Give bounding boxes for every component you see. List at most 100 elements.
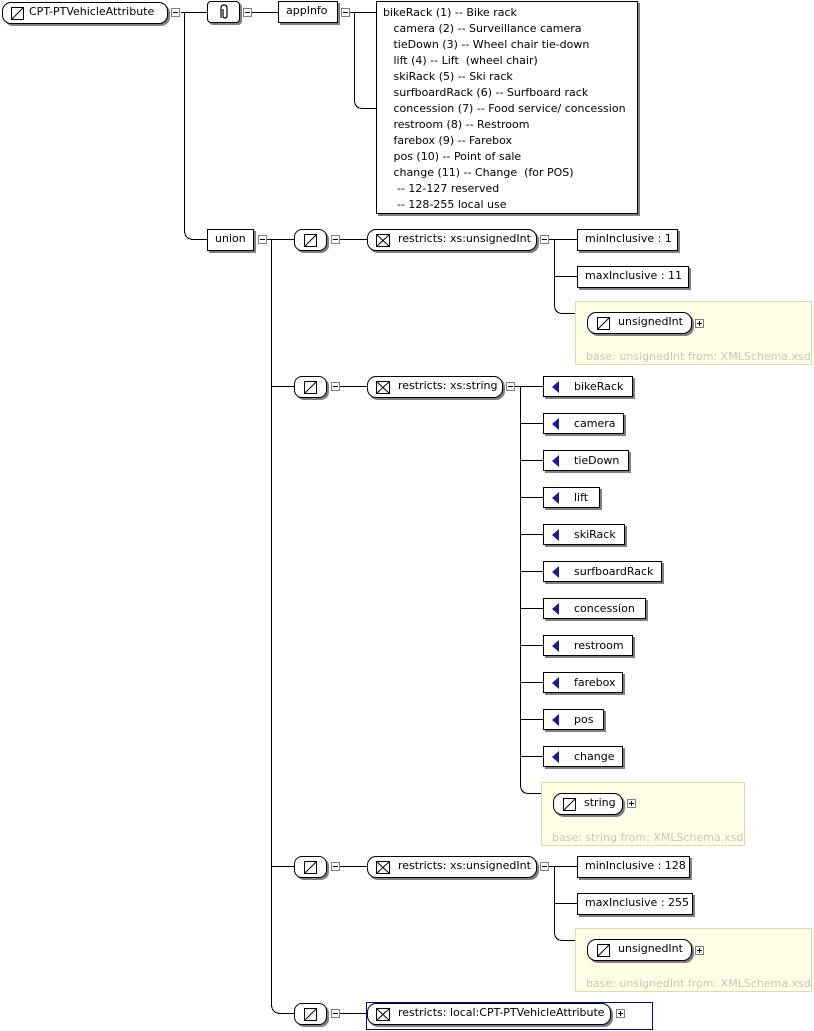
simple-type-icon xyxy=(304,1008,317,1021)
facet-label: maxInclusive : 11 xyxy=(585,269,683,282)
restriction-label: restricts: xs:unsignedInt xyxy=(398,232,531,245)
simple-type-2-collapse-toggle[interactable] xyxy=(331,382,340,391)
enumeration-label: skiRack xyxy=(574,528,616,541)
enumeration-item[interactable]: camera xyxy=(543,413,624,434)
simple-type-icon xyxy=(597,317,610,330)
simple-type-icon xyxy=(304,381,317,394)
restriction-icon xyxy=(376,381,390,394)
facet-max-inclusive[interactable]: maxInclusive : 11 xyxy=(577,266,689,288)
enumeration-icon xyxy=(552,603,559,615)
enumeration-item[interactable]: bikeRack xyxy=(543,376,633,397)
facet-min-inclusive[interactable]: minInclusive : 128 xyxy=(577,856,690,878)
base-type-label: string xyxy=(584,796,616,809)
simple-type-4-collapse-toggle[interactable] xyxy=(331,1009,340,1018)
enumeration-icon xyxy=(552,418,559,430)
doc-line: concession (7) -- Food service/ concessi… xyxy=(383,102,626,115)
simple-type-icon xyxy=(563,798,576,811)
enumeration-label: surfboardRack xyxy=(574,565,654,578)
restriction-label: restricts: local:CPT-PTVehicleAttribute xyxy=(398,1006,605,1019)
base-type-label: unsignedInt xyxy=(618,315,683,328)
union-label: union xyxy=(215,232,246,245)
enumeration-label: change xyxy=(574,750,615,763)
enumeration-label: camera xyxy=(574,417,616,430)
base-type-expand-toggle[interactable] xyxy=(627,799,636,808)
appinfo-node[interactable]: appInfo xyxy=(278,1,338,23)
root-simple-type[interactable]: CPT-PTVehicleAttribute xyxy=(2,2,168,24)
facet-max-inclusive[interactable]: maxInclusive : 255 xyxy=(577,893,693,915)
facet-min-inclusive[interactable]: minInclusive : 1 xyxy=(577,229,678,251)
enumeration-label: lift xyxy=(574,491,589,504)
base-type-expand-toggle[interactable] xyxy=(695,319,704,328)
anonymous-simple-type-3[interactable] xyxy=(294,856,327,878)
restriction-2[interactable]: restricts: xs:string xyxy=(367,376,503,398)
enumeration-item[interactable]: skiRack xyxy=(543,524,625,545)
facet-label: minInclusive : 1 xyxy=(585,232,672,245)
base-info: base: string from: XMLSchema.xsd xyxy=(552,831,744,844)
appinfo-documentation: bikeRack (1) -- Bike rack camera (2) -- … xyxy=(376,1,638,214)
root-collapse-toggle[interactable] xyxy=(171,8,180,17)
enumeration-item[interactable]: surfboardRack xyxy=(543,561,662,582)
selection-highlight xyxy=(366,1002,653,1030)
enumeration-icon xyxy=(552,714,559,726)
base-type-expand-toggle[interactable] xyxy=(695,946,704,955)
enumeration-icon xyxy=(552,677,559,689)
union-node[interactable]: union xyxy=(207,229,254,251)
doc-line: restroom (8) -- Restroom xyxy=(383,118,530,131)
restriction-3[interactable]: restricts: xs:unsignedInt xyxy=(367,856,537,878)
annotation-node[interactable] xyxy=(207,1,240,23)
union-collapse-toggle[interactable] xyxy=(258,235,267,244)
facet-label: minInclusive : 128 xyxy=(585,859,686,872)
restriction-2-collapse-toggle[interactable] xyxy=(506,382,515,391)
enumeration-item[interactable]: concession xyxy=(543,598,646,619)
simple-type-icon xyxy=(597,944,610,957)
enumeration-item[interactable]: restroom xyxy=(543,635,633,656)
enumeration-icon xyxy=(552,529,559,541)
simple-type-icon xyxy=(304,861,317,874)
enumeration-item[interactable]: lift xyxy=(543,487,600,508)
enumeration-item[interactable]: change xyxy=(543,746,623,767)
restriction-label: restricts: xs:unsignedInt xyxy=(398,859,531,872)
doc-line: pos (10) -- Point of sale xyxy=(383,150,522,163)
enumeration-label: restroom xyxy=(574,639,624,652)
enumeration-label: bikeRack xyxy=(574,380,624,393)
restriction-4[interactable]: restricts: local:CPT-PTVehicleAttribute xyxy=(367,1003,611,1025)
doc-line: camera (2) -- Surveillance camera xyxy=(383,22,582,35)
restriction-4-expand-toggle[interactable] xyxy=(616,1009,625,1018)
enumeration-icon xyxy=(552,455,559,467)
appinfo-label: appInfo xyxy=(286,4,328,17)
base-type-node[interactable]: unsignedInt xyxy=(587,939,692,961)
base-type-label: unsignedInt xyxy=(618,942,683,955)
anonymous-simple-type-1[interactable] xyxy=(294,229,327,251)
restriction-1-collapse-toggle[interactable] xyxy=(540,235,549,244)
doc-line: -- 128-255 local use xyxy=(383,198,507,211)
restriction-icon xyxy=(376,861,390,874)
doc-line: -- 12-127 reserved xyxy=(383,182,500,195)
annotation-collapse-toggle[interactable] xyxy=(243,8,252,17)
simple-type-3-collapse-toggle[interactable] xyxy=(331,862,340,871)
enumeration-label: tieDown xyxy=(574,454,620,467)
simple-type-1-collapse-toggle[interactable] xyxy=(331,235,340,244)
restriction-3-collapse-toggle[interactable] xyxy=(540,862,549,871)
base-type-node[interactable]: unsignedInt xyxy=(587,312,692,334)
doc-line: bikeRack (1) -- Bike rack xyxy=(383,6,517,19)
simple-type-icon xyxy=(304,234,317,247)
base-info: base: unsignedInt from: XMLSchema.xsd xyxy=(586,977,811,990)
enumeration-item[interactable]: pos xyxy=(543,709,604,730)
enumeration-icon xyxy=(552,640,559,652)
anonymous-simple-type-4[interactable] xyxy=(294,1003,327,1025)
paperclip-icon xyxy=(220,4,228,19)
anonymous-simple-type-2[interactable] xyxy=(294,376,327,398)
enumeration-label: concession xyxy=(574,602,635,615)
base-info: base: unsignedInt from: XMLSchema.xsd xyxy=(586,350,811,363)
doc-line: farebox (9) -- Farebox xyxy=(383,134,513,147)
restriction-icon xyxy=(376,1008,390,1021)
enumeration-item[interactable]: farebox xyxy=(543,672,623,693)
enumeration-label: pos xyxy=(574,713,594,726)
enumeration-item[interactable]: tieDown xyxy=(543,450,629,471)
appinfo-collapse-toggle[interactable] xyxy=(341,8,350,17)
enumeration-label: farebox xyxy=(574,676,616,689)
restriction-1[interactable]: restricts: xs:unsignedInt xyxy=(367,229,537,251)
base-type-node[interactable]: string xyxy=(553,793,623,815)
doc-line: tieDown (3) -- Wheel chair tie-down xyxy=(383,38,590,51)
